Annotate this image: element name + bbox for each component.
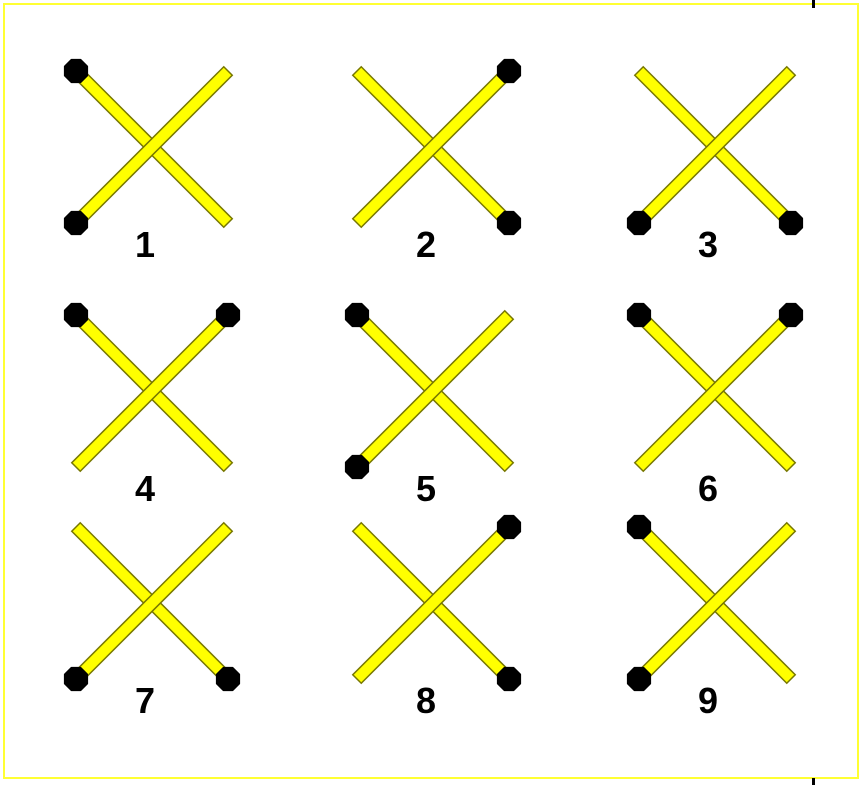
figure-number-label: 4 <box>135 468 155 509</box>
match-head-top-left <box>65 60 87 82</box>
matchstick-figure-6: 6 <box>628 304 802 509</box>
match-head-top-left <box>628 516 650 538</box>
matchstick-figure-5: 5 <box>346 304 513 509</box>
matchstick-figure-4: 4 <box>65 304 239 509</box>
figure-number-label: 1 <box>135 224 155 265</box>
match-head-top-left <box>628 304 650 326</box>
figures-layer: 1 2 3 4 5 6 7 8 9 <box>65 60 802 721</box>
figure-number-label: 6 <box>698 468 718 509</box>
match-head-top-right <box>780 304 802 326</box>
matchstick-figure-1: 1 <box>65 60 232 265</box>
figure-number-label: 9 <box>698 680 718 721</box>
matchstick-figure-3: 3 <box>628 67 802 265</box>
match-head-bottom-left <box>65 668 87 690</box>
match-head-bottom-left <box>628 212 650 234</box>
match-head-top-left <box>346 304 368 326</box>
matchstick-figure-7: 7 <box>65 523 239 721</box>
figure-number-label: 2 <box>416 224 436 265</box>
matchstick-figure-2: 2 <box>353 60 520 265</box>
match-head-top-right <box>498 516 520 538</box>
match-head-top-right <box>498 60 520 82</box>
match-head-top-left <box>65 304 87 326</box>
figure-number-label: 8 <box>416 680 436 721</box>
figure-number-label: 5 <box>416 468 436 509</box>
match-head-top-right <box>217 304 239 326</box>
figure-number-label: 7 <box>135 680 155 721</box>
match-head-bottom-right <box>217 668 239 690</box>
match-head-bottom-right <box>780 212 802 234</box>
match-head-bottom-right <box>498 212 520 234</box>
match-head-bottom-left <box>346 456 368 478</box>
match-head-bottom-left <box>65 212 87 234</box>
matchstick-figure-9: 9 <box>628 516 795 721</box>
match-head-bottom-right <box>498 668 520 690</box>
match-head-bottom-left <box>628 668 650 690</box>
matchstick-figure-8: 8 <box>353 516 520 721</box>
figure-number-label: 3 <box>698 224 718 265</box>
